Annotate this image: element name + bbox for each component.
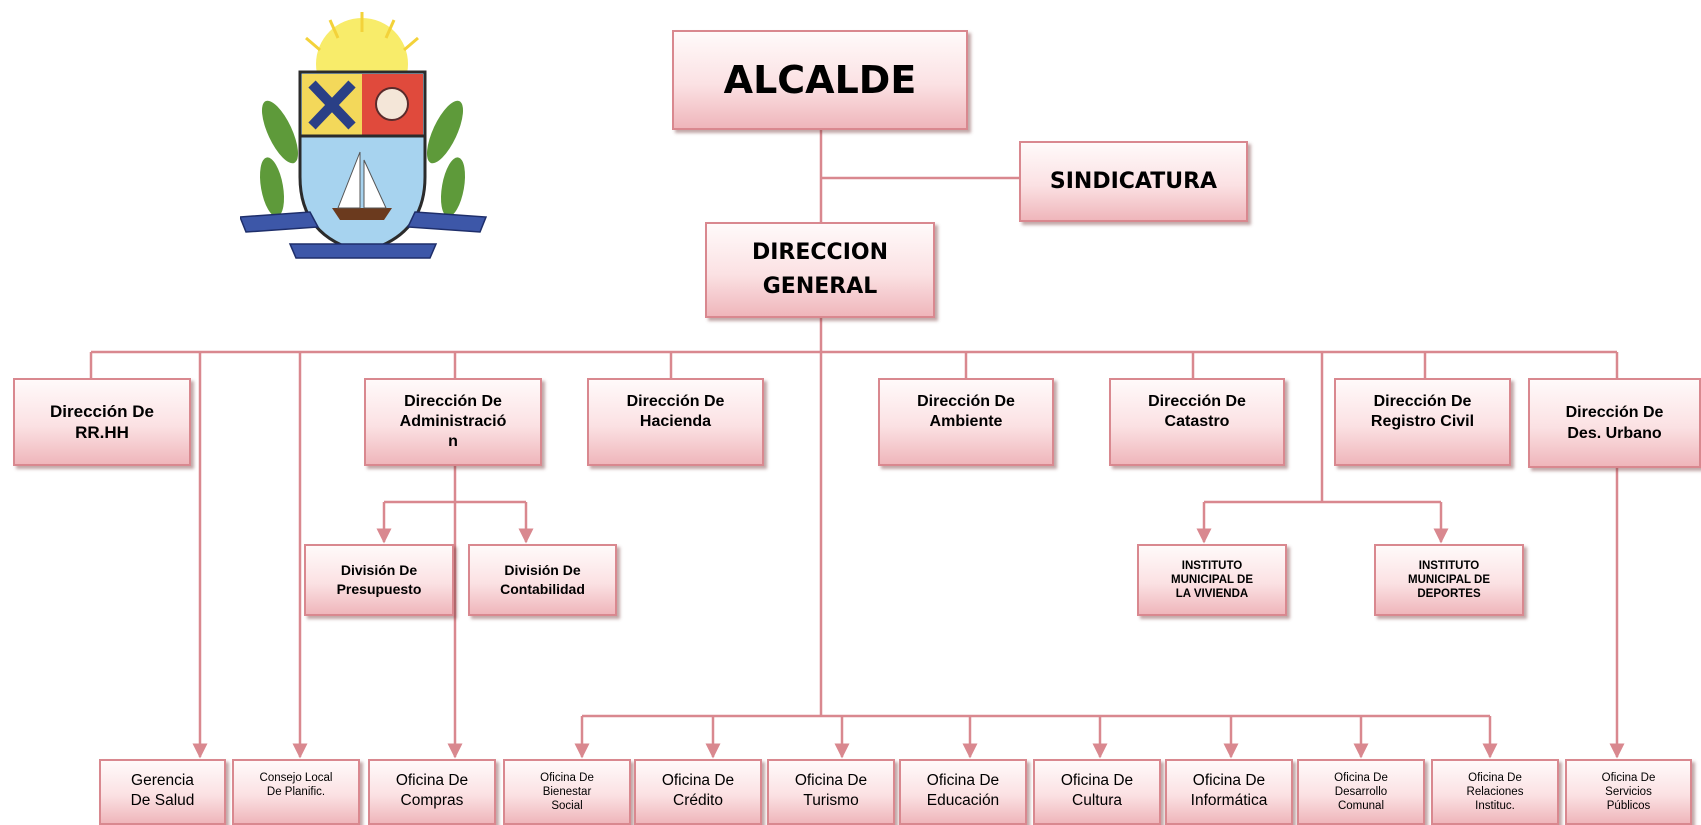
oficina-turismo-label: Oficina De Turismo: [794, 772, 868, 809]
direccion-hacienda-box: Dirección De Hacienda: [587, 378, 764, 466]
direccion-catastro-label: Dirección De Catastro: [1148, 393, 1246, 430]
direccion-rrhh-box: Dirección De RR.HH: [13, 378, 191, 466]
direccion-ambiente-box: Dirección De Ambiente: [878, 378, 1054, 466]
oficina-relaciones-label: Oficina De Relaciones Instituc.: [1466, 772, 1524, 812]
oficina-cultura-box: Oficina De Cultura: [1033, 759, 1161, 825]
coat-of-arms-logo: [240, 12, 488, 259]
instituto-vivienda-box: INSTITUTO MUNICIPAL DE LA VIVIENDA: [1137, 544, 1287, 616]
oficina-educacion-label: Oficina De Educación: [926, 772, 1000, 809]
consejo-local-box: Consejo Local De Planific.: [232, 759, 360, 825]
gerencia-salud-box: Gerencia De Salud: [99, 759, 226, 825]
direccion-general-label: DIRECCION GENERAL: [751, 240, 888, 299]
oficina-informatica-label: Oficina De Informática: [1190, 772, 1268, 809]
oficina-compras-label: Oficina De Compras: [395, 772, 469, 809]
oficina-educacion-box: Oficina De Educación: [899, 759, 1027, 825]
direccion-hacienda-label: Dirección De Hacienda: [626, 393, 725, 430]
direccion-registro-civil-box: Dirección De Registro Civil: [1334, 378, 1511, 466]
direccion-registro-civil-label: Dirección De Registro Civil: [1370, 393, 1475, 430]
gerencia-salud-label: Gerencia De Salud: [130, 772, 195, 809]
instituto-deportes-label: INSTITUTO MUNICIPAL DE DEPORTES: [1408, 560, 1490, 600]
sindicatura-label: SINDICATURA: [1049, 169, 1218, 194]
direccion-rrhh-label: Dirección De RR.HH: [50, 402, 154, 442]
sindicatura-box: SINDICATURA: [1019, 141, 1248, 222]
oficina-desarrollo-label: Oficina De Desarrollo Comunal: [1334, 772, 1388, 812]
direccion-administracion-label: Dirección De Administració n: [399, 393, 507, 450]
division-presupuesto-box: División De Presupuesto: [304, 544, 454, 616]
division-contabilidad-box: División De Contabilidad: [468, 544, 617, 616]
oficina-servicios-box: Oficina De Servicios Públicos: [1565, 759, 1692, 825]
division-contabilidad-label: División De Contabilidad: [500, 562, 585, 597]
ribbon-banner-icon: [240, 211, 488, 259]
alcalde-box: ALCALDE: [672, 30, 968, 130]
direccion-general-box: DIRECCION GENERAL: [705, 222, 935, 318]
laurel-leaves-icon: [259, 100, 466, 217]
division-presupuesto-label: División De Presupuesto: [336, 562, 422, 597]
oficina-credito-label: Oficina De Crédito: [661, 772, 735, 809]
direccion-ambiente-label: Dirección De Ambiente: [917, 393, 1015, 430]
consejo-local-label: Consejo Local De Planific.: [259, 772, 333, 798]
oficina-compras-box: Oficina De Compras: [368, 759, 496, 825]
oficina-desarrollo-box: Oficina De Desarrollo Comunal: [1297, 759, 1425, 825]
oficina-credito-box: Oficina De Crédito: [634, 759, 762, 825]
instituto-deportes-box: INSTITUTO MUNICIPAL DE DEPORTES: [1374, 544, 1524, 616]
sailing-ship-icon: [332, 151, 392, 220]
alcalde-label: ALCALDE: [723, 58, 917, 102]
direccion-des-urbano-label: Dirección De Des. Urbano: [1565, 404, 1664, 442]
oficina-relaciones-box: Oficina De Relaciones Instituc.: [1431, 759, 1559, 825]
direccion-des-urbano-box: Dirección De Des. Urbano: [1528, 378, 1701, 468]
oficina-informatica-box: Oficina De Informática: [1165, 759, 1293, 825]
oficina-cultura-label: Oficina De Cultura: [1060, 772, 1134, 809]
oficina-bienestar-label: Oficina De Bienestar Social: [540, 772, 594, 812]
direccion-catastro-box: Dirección De Catastro: [1109, 378, 1285, 466]
oficina-bienestar-box: Oficina De Bienestar Social: [503, 759, 631, 825]
direccion-administracion-box: Dirección De Administració n: [364, 378, 542, 466]
oficina-turismo-box: Oficina De Turismo: [767, 759, 895, 825]
oficina-servicios-label: Oficina De Servicios Públicos: [1601, 772, 1656, 812]
instituto-vivienda-label: INSTITUTO MUNICIPAL DE LA VIVIENDA: [1171, 560, 1253, 600]
shield-icon: [298, 70, 427, 254]
